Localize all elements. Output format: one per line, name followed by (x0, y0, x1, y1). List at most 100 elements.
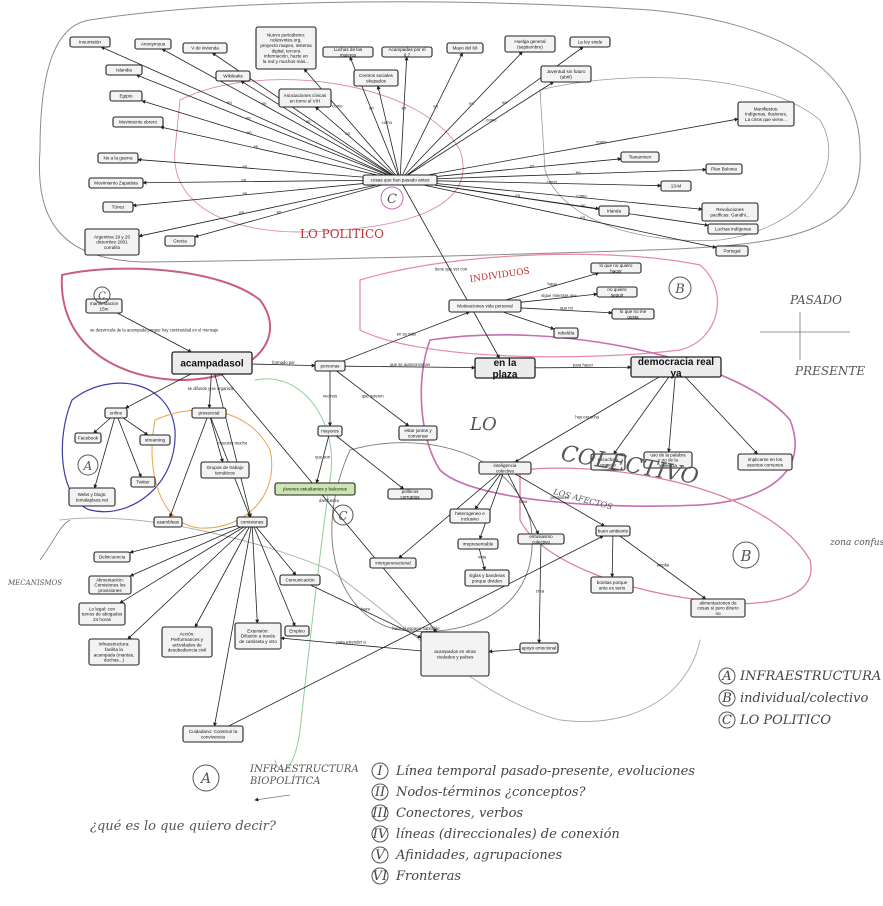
svg-text:individual/colectivo: individual/colectivo (740, 691, 868, 706)
node-label: Huelga general (514, 39, 545, 44)
edge-label: para hacer (573, 363, 594, 368)
edge-label: en (227, 100, 232, 105)
node-rebeldia: rebeldía (553, 327, 579, 339)
edge-entusiasmo-apoyo (537, 543, 542, 644)
label-infra-biopolitica-1: INFRAESTRUCTURA (249, 764, 359, 775)
node-label: asuntos comunes (747, 462, 784, 467)
node-label: 13-M (671, 184, 682, 189)
node-asambleas: asambleas (153, 516, 183, 528)
svg-text:A: A (199, 771, 211, 787)
node-label: Acción: (179, 632, 194, 637)
node-label: Portugal (723, 249, 740, 254)
node-acampadasol: acampadasol (171, 351, 253, 375)
node-label: V de vivienda (191, 46, 219, 51)
node-p28: Portugal (715, 245, 749, 257)
edge-mayores-jovenes (315, 435, 330, 484)
edge-acampadasol-online (125, 373, 192, 409)
edge-irrepresentable-siglas (478, 548, 486, 571)
edge-label: en (277, 210, 282, 215)
node-label: políticos (402, 489, 420, 494)
node-buen: buen ambiente (595, 525, 631, 537)
svg-text:B: B (721, 691, 732, 706)
edge-label: que se autoconvocan (390, 362, 430, 367)
node-label: Infraestructura: (99, 642, 130, 647)
node-online: online (104, 407, 128, 419)
edge-label: sigue mientras que (541, 293, 577, 298)
node-label: presencial (199, 411, 220, 416)
edge-enlaplaza-democracia (534, 365, 632, 370)
node-label: implicarse en los (748, 457, 783, 462)
edge-label: como (486, 118, 497, 123)
node-label: gusta (627, 314, 639, 319)
node-label: acampados en otras (434, 649, 476, 654)
node-label: Juventud sin futuro (547, 69, 586, 74)
edge-apoyo-acampados (488, 648, 521, 654)
node-label: intergeneracional (375, 561, 410, 566)
svg-text:VI: VI (373, 869, 388, 884)
node-label: no quiero (607, 287, 627, 292)
node-label: buen ambiente (598, 529, 629, 534)
edge-online-facebook (93, 417, 111, 434)
boundary-politico-lower (331, 442, 533, 632)
node-label: uso de la palabra (650, 452, 686, 457)
node-label: mayores (321, 429, 339, 434)
edge-center-p25 (433, 184, 709, 227)
edge-label: vota (478, 555, 487, 560)
edge-label: promueve (551, 495, 570, 500)
node-label: Islandia (116, 68, 132, 73)
edge-inteligencia-irrepresentable (479, 473, 504, 540)
node-label: y no de la (658, 458, 678, 463)
edge-label: tiene que ver con (435, 267, 468, 272)
node-label: proyecto mapeo, sistema (260, 43, 312, 48)
edge-label: para extender a (336, 639, 366, 644)
boundary-green (254, 378, 332, 771)
node-p1: Anonymous (134, 38, 172, 50)
node-label: plaza (492, 369, 517, 380)
edge-center-p26 (138, 184, 377, 238)
edge-inteligencia-heterogeneo (474, 473, 501, 510)
edge-label: hace (361, 606, 371, 611)
node-label: manifestacion (90, 301, 119, 306)
edge-buen-bonitas (610, 535, 615, 578)
region-boundaries (38, 1, 861, 771)
node-p12: Egipto (109, 90, 143, 102)
node-label: Delincuencia (99, 555, 126, 560)
edge-label: crea (519, 499, 528, 504)
edge-manifestacion-acampadasol (117, 312, 192, 353)
node-label: 0,7 (404, 52, 411, 57)
boundary-grey-bottom (59, 517, 701, 722)
edge-label: en (581, 203, 586, 208)
node-label: Nuevo periodismo: (267, 32, 305, 37)
node-label: seguir (611, 292, 624, 297)
edge-label: amplia (657, 563, 670, 568)
node-label: La crisis que viene... (745, 117, 787, 122)
node-label: estar juntos y (404, 428, 432, 433)
node-label: Tiananmen (629, 155, 652, 160)
node-label: alimentaciones de (699, 600, 736, 605)
node-label: violencia (659, 463, 677, 468)
edge-comisiones-empleo (253, 526, 296, 627)
edge-comisiones-extension (251, 526, 260, 624)
svg-text:líneas (direccionales) de cone: líneas (direccionales) de conexión (396, 827, 620, 842)
node-label: No a la guerra (103, 156, 133, 161)
svg-text:II: II (374, 785, 386, 800)
edge-democracia-escucha (613, 376, 670, 455)
edge-motivaciones-noquiero (505, 272, 600, 301)
node-label: convivencia (201, 734, 225, 739)
edge-center-p15 (427, 117, 739, 176)
node-label: Extensión: (247, 628, 268, 633)
svg-text:INFRAESTRUCTURA: INFRAESTRUCTURA (739, 669, 881, 684)
node-label: actividades de (172, 642, 202, 647)
node-label: apoyo emocional (522, 646, 557, 651)
